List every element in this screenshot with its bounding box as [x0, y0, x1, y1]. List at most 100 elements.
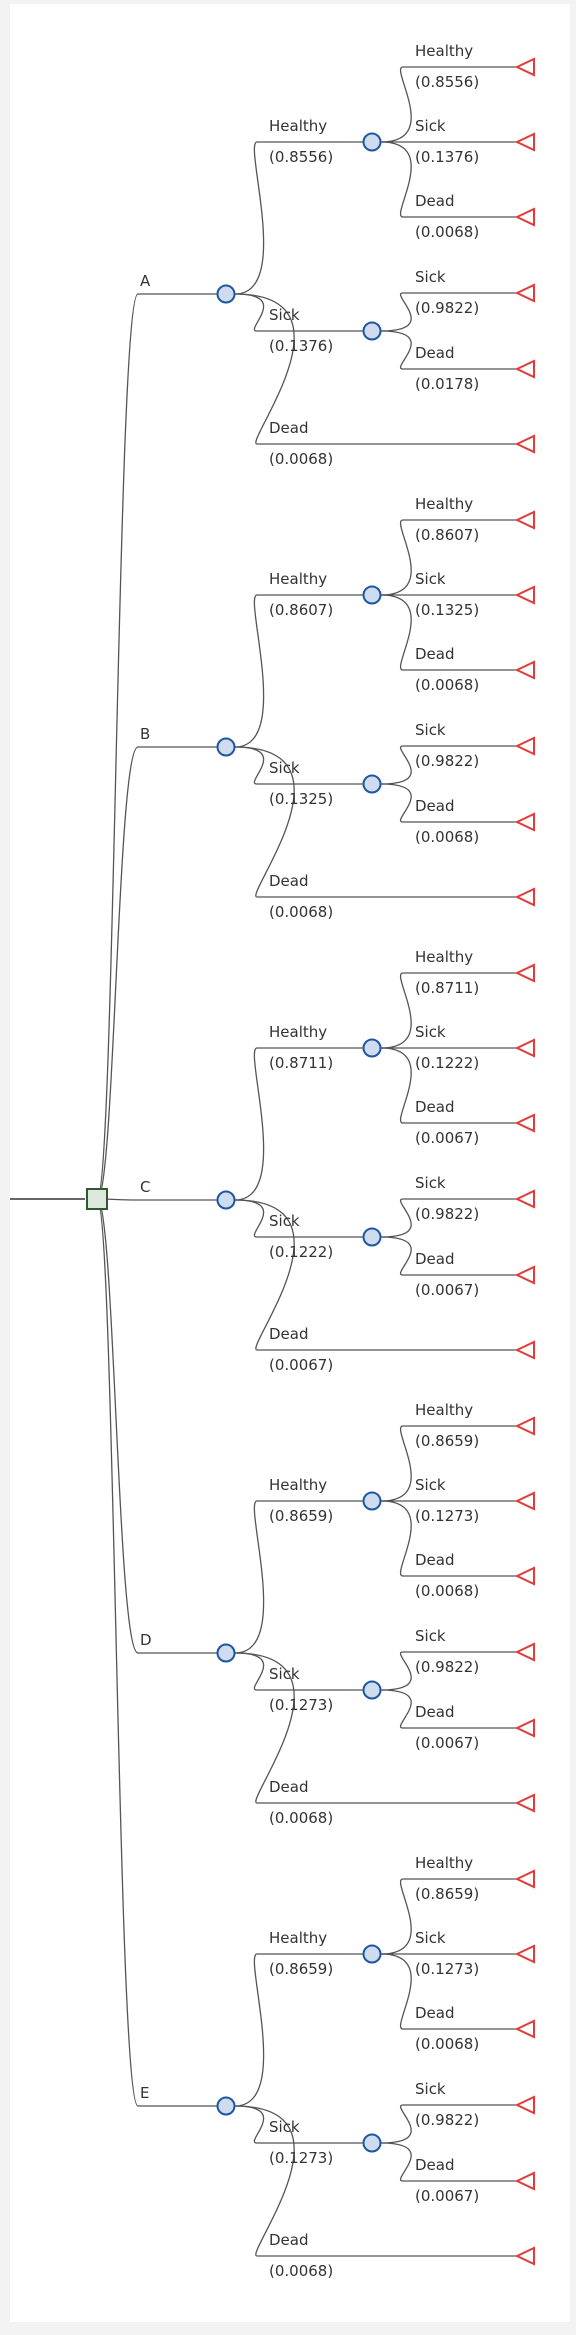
branch-c-dead-terminal-node[interactable]: [514, 1340, 535, 1360]
branch-a-sick-label: Sick: [269, 306, 300, 324]
branch-d-healthy-sick-terminal-node[interactable]: [514, 1491, 535, 1511]
branch-d-sick-dead-label: Dead: [415, 1703, 455, 1721]
branch-e-sick-sick-label: Sick: [415, 2080, 446, 2098]
branch-a-sick-sick-edge: [380, 292, 517, 332]
branch-c-healthy-chance-node[interactable]: [362, 1038, 382, 1058]
branch-d-healthy-sick-label: Sick: [415, 1476, 446, 1494]
branch-b-sick-dead-prob: (0.0068): [415, 828, 479, 846]
branch-e-healthy-edge: [234, 1953, 363, 2107]
branch-a-sick-sick-terminal-node[interactable]: [514, 283, 535, 303]
branch-b-sick-sick-terminal-node[interactable]: [514, 736, 535, 756]
branch-a-healthy-edge: [234, 141, 363, 295]
branch-e-healthy-sick-terminal-node[interactable]: [514, 1944, 535, 1964]
branch-c-healthy-sick-label: Sick: [415, 1023, 446, 1041]
branch-c-healthy-dead-terminal-node[interactable]: [514, 1113, 535, 1133]
branch-e-healthy-dead-label: Dead: [415, 2004, 455, 2022]
branch-e-sick-edge: [234, 2105, 363, 2144]
branch-e-healthy-sick-prob: (0.1273): [415, 1960, 479, 1978]
branch-d-healthy-dead-terminal-node[interactable]: [514, 1566, 535, 1586]
branch-a-healthy-healthy-prob: (0.8556): [415, 73, 479, 91]
branch-e-healthy-healthy-prob: (0.8659): [415, 1885, 479, 1903]
root-decision-node[interactable]: [86, 1188, 108, 1210]
branch-c-sick-sick-edge: [380, 1198, 517, 1238]
branch-a-sick-prob: (0.1376): [269, 337, 333, 355]
branch-c-dead-edge: [234, 1199, 517, 1351]
branch-a-healthy-dead-terminal-node[interactable]: [514, 207, 535, 227]
branch-d-healthy-label: Healthy: [269, 1476, 327, 1494]
branch-e-sick-dead-terminal-node[interactable]: [514, 2171, 535, 2191]
branch-b-healthy-healthy-label: Healthy: [415, 495, 473, 513]
branch-c-healthy-healthy-label: Healthy: [415, 948, 473, 966]
branch-b-dead-edge: [234, 746, 517, 898]
branch-e-healthy-label: Healthy: [269, 1929, 327, 1947]
branch-a-sick-dead-terminal-node[interactable]: [514, 359, 535, 379]
branch-c-chance-node[interactable]: [216, 1190, 236, 1210]
branch-a-healthy-healthy-label: Healthy: [415, 42, 473, 60]
branch-b-sick-dead-terminal-node[interactable]: [514, 812, 535, 832]
branch-e-healthy-healthy-edge: [380, 1878, 517, 1955]
branch-d-sick-chance-node[interactable]: [362, 1680, 382, 1700]
branch-e-chance-node[interactable]: [216, 2096, 236, 2116]
branch-c-healthy-prob: (0.8711): [269, 1054, 333, 1072]
branch-a-chance-node[interactable]: [216, 284, 236, 304]
branch-c-sick-chance-node[interactable]: [362, 1227, 382, 1247]
branch-c-healthy-sick-terminal-node[interactable]: [514, 1038, 535, 1058]
branch-a-dead-label: Dead: [269, 419, 309, 437]
branch-e-dead-terminal-node[interactable]: [514, 2246, 535, 2266]
branch-a-healthy-chance-node[interactable]: [362, 132, 382, 152]
branch-a-sick-dead-label: Dead: [415, 344, 455, 362]
branch-b-sick-dead-label: Dead: [415, 797, 455, 815]
branch-b-sick-sick-label: Sick: [415, 721, 446, 739]
branch-c-sick-sick-terminal-node[interactable]: [514, 1189, 535, 1209]
branch-b-healthy-sick-terminal-node[interactable]: [514, 585, 535, 605]
branch-b-healthy-healthy-terminal-node[interactable]: [514, 510, 535, 530]
branch-a-healthy-dead-prob: (0.0068): [415, 223, 479, 241]
branch-d-sick-dead-terminal-node[interactable]: [514, 1718, 535, 1738]
branch-d-healthy-healthy-terminal-node[interactable]: [514, 1416, 535, 1436]
branch-d-dead-terminal-node[interactable]: [514, 1793, 535, 1813]
branch-d-healthy-dead-prob: (0.0068): [415, 1582, 479, 1600]
branch-d-healthy-chance-node[interactable]: [362, 1491, 382, 1511]
branch-e-dead-edge: [234, 2105, 517, 2257]
branch-d-chance-node[interactable]: [216, 1643, 236, 1663]
branch-b-sick-chance-node[interactable]: [362, 774, 382, 794]
branch-e-healthy-chance-node[interactable]: [362, 1944, 382, 1964]
branch-a-dead-terminal-node[interactable]: [514, 434, 535, 454]
branch-e-edge: [96, 1198, 217, 2107]
branch-e-healthy-dead-terminal-node[interactable]: [514, 2019, 535, 2039]
branch-b-healthy-chance-node[interactable]: [362, 585, 382, 605]
branch-c-healthy-healthy-edge: [380, 972, 517, 1049]
decision-tree: AHealthy(0.8556)Healthy(0.8556)Sick(0.13…: [10, 42, 535, 2280]
branch-b-sick-prob: (0.1325): [269, 790, 333, 808]
branch-c-sick-dead-terminal-node[interactable]: [514, 1265, 535, 1285]
branch-b-healthy-dead-terminal-node[interactable]: [514, 660, 535, 680]
branch-d-healthy-sick-prob: (0.1273): [415, 1507, 479, 1525]
branch-d-sick-sick-terminal-node[interactable]: [514, 1642, 535, 1662]
branch-b-healthy-healthy-prob: (0.8607): [415, 526, 479, 544]
branch-d-sick-dead-edge: [380, 1689, 517, 1729]
branch-a-dead-edge: [234, 293, 517, 445]
branch-e-healthy-healthy-terminal-node[interactable]: [514, 1869, 535, 1889]
branch-c-sick-label: Sick: [269, 1212, 300, 1230]
branch-e-sick-prob: (0.1273): [269, 2149, 333, 2167]
branch-a-healthy-healthy-terminal-node[interactable]: [514, 57, 535, 77]
branch-a-healthy-sick-terminal-node[interactable]: [514, 132, 535, 152]
branch-e-sick-dead-edge: [380, 2142, 517, 2182]
branch-c-sick-sick-label: Sick: [415, 1174, 446, 1192]
branch-d-healthy-dead-edge: [380, 1500, 517, 1577]
branch-c-healthy-healthy-terminal-node[interactable]: [514, 963, 535, 983]
branch-b-chance-node[interactable]: [216, 737, 236, 757]
branch-a-sick-chance-node[interactable]: [362, 321, 382, 341]
branch-c-healthy-sick-prob: (0.1222): [415, 1054, 479, 1072]
branch-c-edge: [96, 1198, 217, 1201]
branch-d-sick-sick-label: Sick: [415, 1627, 446, 1645]
branch-e-sick-chance-node[interactable]: [362, 2133, 382, 2153]
branch-c-sick-edge: [234, 1199, 363, 1238]
branch-b-dead-terminal-node[interactable]: [514, 887, 535, 907]
branch-e-healthy-dead-prob: (0.0068): [415, 2035, 479, 2053]
branch-a-healthy-sick-prob: (0.1376): [415, 148, 479, 166]
branch-e-sick-sick-terminal-node[interactable]: [514, 2095, 535, 2115]
branch-e-sick-sick-edge: [380, 2104, 517, 2144]
branch-d-healthy-healthy-edge: [380, 1425, 517, 1502]
branch-a-dead-prob: (0.0068): [269, 450, 333, 468]
